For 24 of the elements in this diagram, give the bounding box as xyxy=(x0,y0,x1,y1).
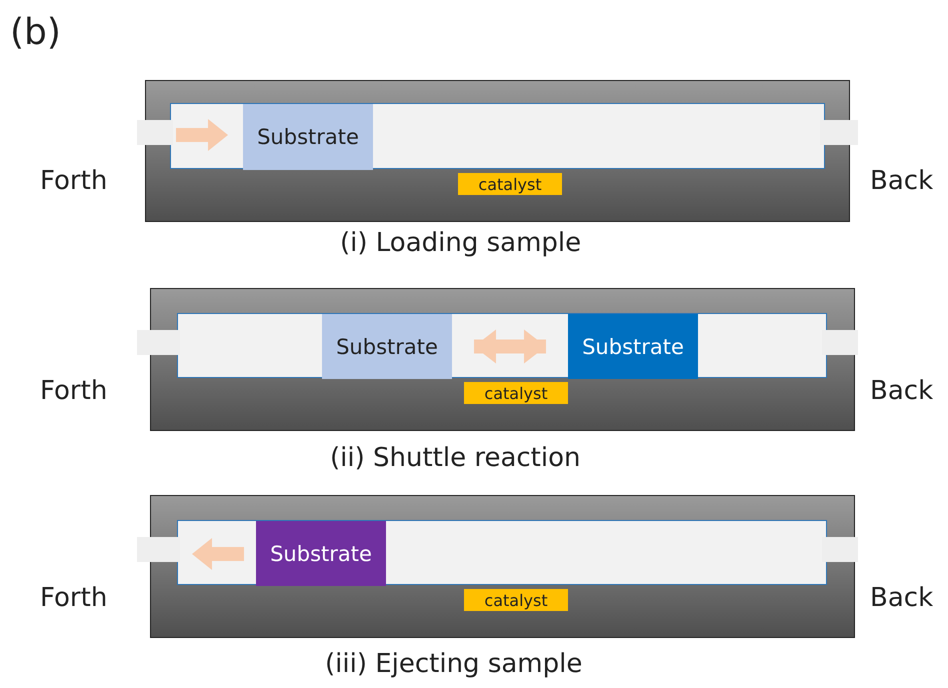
side-label: Forth xyxy=(40,583,108,613)
reactor-chamber xyxy=(150,495,855,638)
flow-channel xyxy=(177,520,827,585)
catalyst-block: catalyst xyxy=(458,173,562,195)
flow-channel xyxy=(177,313,827,378)
substrate-block: Substrate xyxy=(568,314,698,379)
side-label: Back xyxy=(870,166,934,196)
side-label: Forth xyxy=(40,376,108,406)
substrate-block: Substrate xyxy=(256,521,386,586)
reactor-chamber xyxy=(150,288,855,431)
panel-caption: (ii) Shuttle reaction xyxy=(330,443,580,473)
reactor-chamber xyxy=(145,80,850,222)
side-label: Back xyxy=(870,583,934,613)
panel-caption: (iii) Ejecting sample xyxy=(325,649,582,679)
substrate-block: Substrate xyxy=(322,314,452,379)
panel-caption: (i) Loading sample xyxy=(340,228,582,258)
side-label: Forth xyxy=(40,166,108,196)
side-label: Back xyxy=(870,376,934,406)
flow-channel xyxy=(170,103,825,169)
catalyst-block: catalyst xyxy=(464,382,568,404)
substrate-block: Substrate xyxy=(243,104,373,170)
catalyst-block: catalyst xyxy=(464,589,568,611)
double-arrow xyxy=(474,330,546,364)
figure-label: (b) xyxy=(10,12,61,53)
